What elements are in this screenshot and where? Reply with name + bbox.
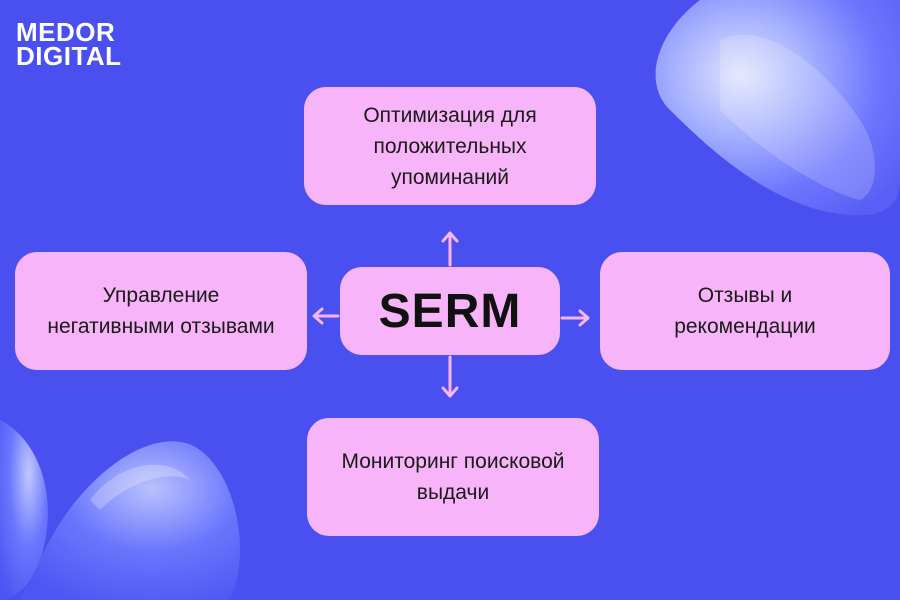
center-node: SERM	[340, 267, 560, 355]
arrow-down-head	[441, 386, 459, 398]
node-left: Управление негативными отзывами	[15, 252, 307, 370]
node-top-label: Оптимизация для положительных упоминаний	[363, 103, 537, 189]
node-bottom-label: Мониторинг поисковой выдачи	[341, 450, 565, 504]
node-bottom: Мониторинг поисковой выдачи	[307, 418, 599, 536]
arrow-right-head	[578, 309, 590, 327]
brand-logo: MEDOR DIGITAL	[16, 17, 122, 71]
brand-line-2: DIGITAL	[16, 41, 122, 71]
node-top: Оптимизация для положительных упоминаний	[304, 87, 596, 205]
node-left-label: Управление негативными отзывами	[47, 284, 275, 338]
node-right-label: Отзывы и рекомендации	[674, 284, 816, 338]
arrow-up-head	[441, 231, 459, 243]
node-right: Отзывы и рекомендации	[600, 252, 890, 370]
center-node-label: SERM	[378, 284, 522, 338]
brand-line-1: MEDOR	[16, 17, 116, 47]
arrow-left-head	[312, 307, 324, 325]
